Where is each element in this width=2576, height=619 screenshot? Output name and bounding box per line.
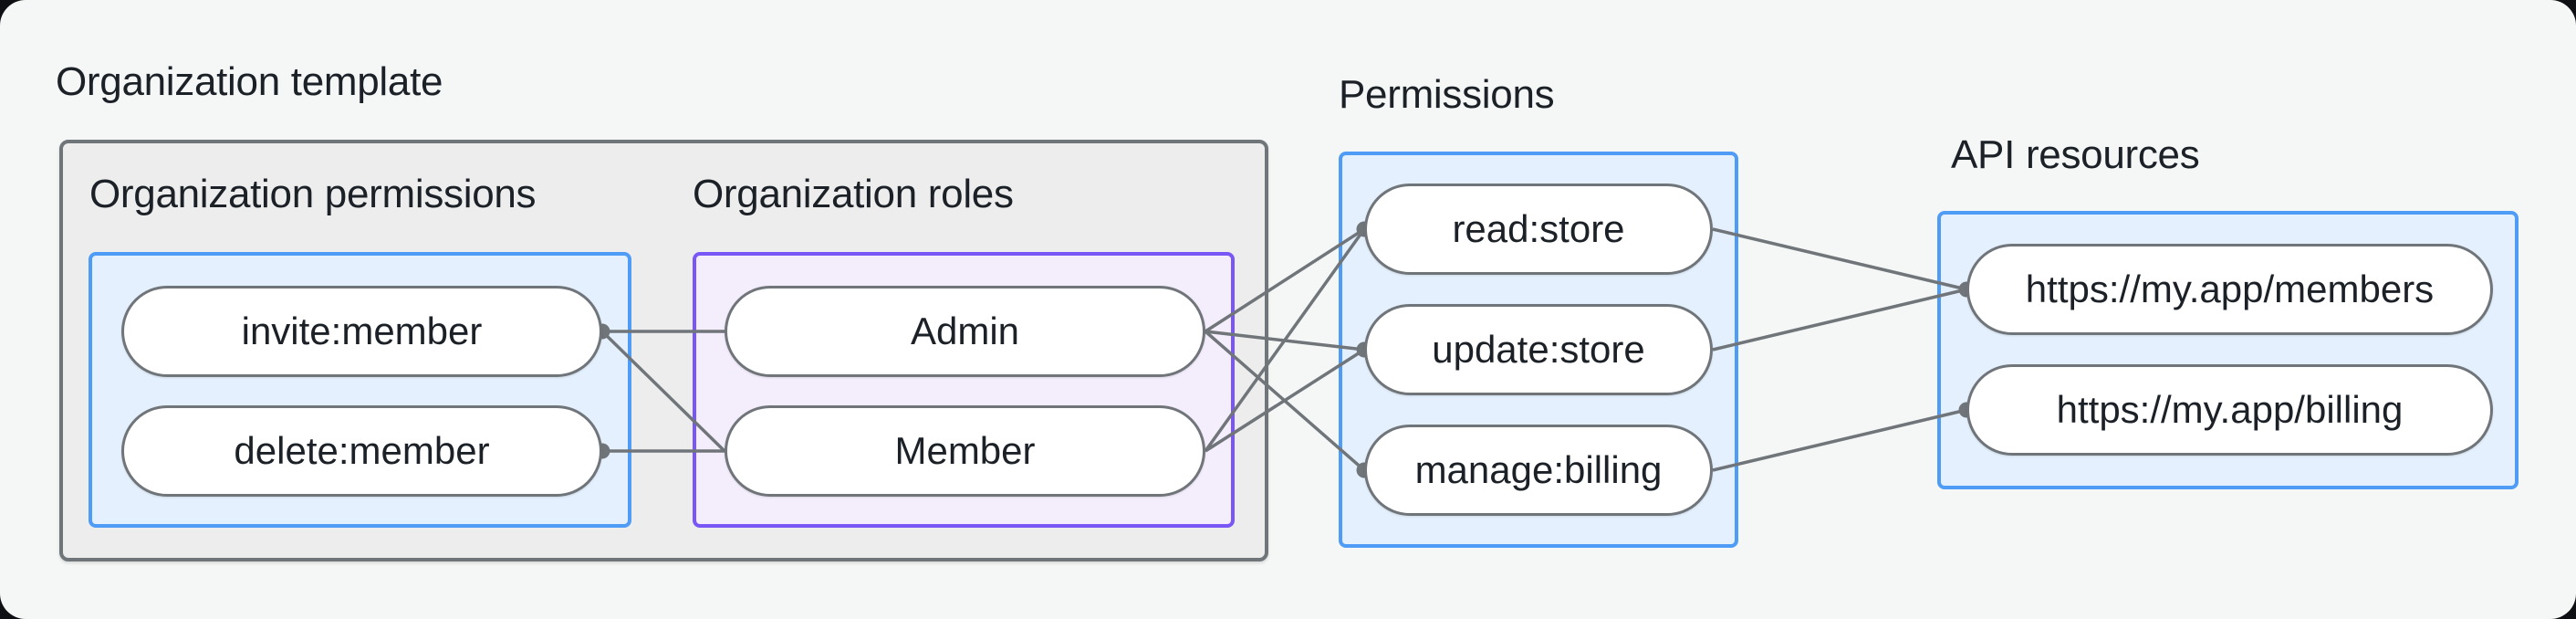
api-resources-label: API resources [1951, 132, 2200, 177]
organization-template-label: Organization template [56, 59, 443, 104]
permissions-label: Permissions [1339, 72, 1555, 117]
node-api-members-url: https://my.app/members [1966, 244, 2493, 335]
edge-read-members [1712, 227, 1967, 291]
node-admin-role: Admin [725, 286, 1205, 377]
node-delete-member: delete:member [121, 405, 602, 497]
edge-manage-billing [1712, 408, 1967, 472]
node-invite-member: invite:member [121, 286, 602, 377]
organization-permissions-label: Organization permissions [89, 172, 537, 216]
node-read-store: read:store [1364, 184, 1713, 275]
node-api-billing-url: https://my.app/billing [1966, 364, 2493, 456]
organization-roles-label: Organization roles [693, 172, 1014, 216]
edge-update-members [1712, 288, 1967, 351]
node-member-role: Member [725, 405, 1205, 497]
node-update-store: update:store [1364, 304, 1713, 395]
node-manage-billing: manage:billing [1364, 425, 1713, 516]
